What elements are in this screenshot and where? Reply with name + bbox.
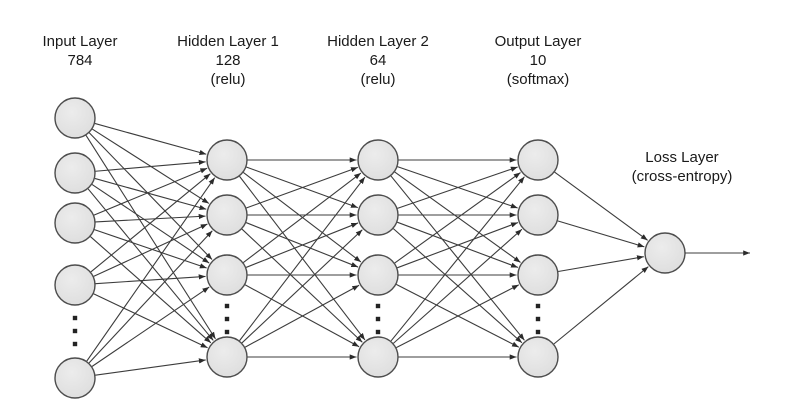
layer-label-hidden1-line-3: (relu) <box>210 71 246 88</box>
edge-output-to-loss <box>557 220 645 248</box>
layer-label-input: Input Layer 784 <box>42 32 117 70</box>
edge-output-to-loss <box>553 266 649 345</box>
layer-label-loss-line-1: Loss Layer <box>645 149 719 166</box>
edge-hidden1-to-hidden2 <box>245 222 359 268</box>
edge-input-to-hidden1 <box>95 358 206 376</box>
ellipsis-dot-hidden2-3 <box>375 329 381 335</box>
edge-input-to-hidden1 <box>88 132 213 260</box>
node-hidden1-3[interactable] <box>206 254 248 296</box>
edge-hidden2-to-output <box>397 166 518 209</box>
layer-label-input-line-2: 784 <box>67 52 93 69</box>
ellipsis-group <box>72 303 541 347</box>
layer-label-loss: Loss Layer (cross-entropy) <box>632 148 733 186</box>
layer-label-output-line-1: Output Layer <box>494 33 582 50</box>
node-input-5[interactable] <box>54 357 96 399</box>
edge-input-to-hidden1 <box>85 135 216 340</box>
edge-input-to-hidden1 <box>93 293 208 349</box>
node-hidden2-1[interactable] <box>357 139 399 181</box>
edge-input-to-hidden1 <box>94 122 207 155</box>
edge-input-to-hidden1 <box>88 230 213 364</box>
edge-input-to-hidden1 <box>87 188 214 341</box>
node-hidden1-2[interactable] <box>206 194 248 236</box>
ellipsis-dot-hidden2-2 <box>375 316 381 322</box>
layer-label-output-line-3: (softmax) <box>506 71 570 88</box>
edge-input-to-hidden1 <box>93 223 208 277</box>
nodes-group <box>54 97 686 399</box>
ellipsis-dot-input-2 <box>72 328 78 334</box>
layer-label-output-line-2: 10 <box>529 52 547 69</box>
edge-output-to-loss <box>554 171 648 241</box>
edge-hidden1-to-hidden2 <box>241 229 363 344</box>
node-hidden1-1[interactable] <box>206 139 248 181</box>
node-input-4[interactable] <box>54 264 96 306</box>
edge-hidden1-to-hidden2 <box>244 284 360 348</box>
ellipsis-dot-hidden1-3 <box>224 329 230 335</box>
edge-input-to-hidden1 <box>90 236 212 344</box>
ellipsis-dot-input-3 <box>72 341 78 347</box>
edge-hidden1-to-hidden2 <box>246 166 358 209</box>
layer-label-hidden2-line-2: 64 <box>369 52 387 69</box>
edge-hidden2-to-output <box>396 222 519 269</box>
layer-label-hidden2: Hidden Layer 2 64 (relu) <box>327 32 429 89</box>
ellipsis-dot-hidden1-1 <box>224 303 230 309</box>
edge-hidden2-to-output <box>392 228 523 344</box>
node-input-2[interactable] <box>54 152 96 194</box>
edge-input-to-hidden1 <box>95 274 206 285</box>
layer-label-hidden1-line-2: 128 <box>215 52 241 69</box>
ellipsis-dot-output-2 <box>535 316 541 322</box>
edges-group <box>85 122 649 376</box>
node-output-4[interactable] <box>517 336 559 378</box>
node-loss-1[interactable] <box>644 232 686 274</box>
edge-hidden2-to-output <box>394 172 521 264</box>
edge-input-to-hidden1 <box>86 177 216 362</box>
edge-input-to-hidden1 <box>94 229 207 269</box>
layer-label-output: Output Layer 10 (softmax) <box>495 32 582 89</box>
node-output-3[interactable] <box>517 254 559 296</box>
layer-label-hidden1: Hidden Layer 1 128 (relu) <box>177 32 279 89</box>
node-input-3[interactable] <box>54 202 96 244</box>
layer-label-hidden2-line-3: (relu) <box>360 71 396 88</box>
node-hidden2-2[interactable] <box>357 194 399 236</box>
ellipsis-dot-hidden1-2 <box>224 316 230 322</box>
edge-input-to-hidden1 <box>91 286 210 367</box>
edge-input-to-hidden1 <box>90 173 211 273</box>
edge-hidden1-to-hidden2 <box>239 176 366 342</box>
edge-hidden2-to-output <box>395 284 520 349</box>
edge-hidden2-to-output <box>390 176 525 342</box>
ellipsis-dot-hidden2-1 <box>375 303 381 309</box>
edge-input-to-hidden1 <box>93 167 208 216</box>
layer-label-hidden1-line-1: Hidden Layer 1 <box>177 33 279 50</box>
layer-label-hidden2-line-1: Hidden Layer 2 <box>327 33 429 50</box>
layer-label-input-line-1: Input Layer <box>42 33 118 50</box>
node-output-2[interactable] <box>517 194 559 236</box>
edge-input-to-hidden1 <box>95 159 206 172</box>
node-output-1[interactable] <box>517 139 559 181</box>
edge-output-to-loss <box>558 255 644 273</box>
ellipsis-dot-input-1 <box>72 315 78 321</box>
node-hidden2-4[interactable] <box>357 336 399 378</box>
ellipsis-dot-output-1 <box>535 303 541 309</box>
edge-hidden1-to-hidden2 <box>242 172 362 264</box>
node-input-1[interactable] <box>54 97 96 139</box>
edge-input-to-hidden1 <box>94 177 207 210</box>
node-hidden1-4[interactable] <box>206 336 248 378</box>
node-hidden2-3[interactable] <box>357 254 399 296</box>
ellipsis-dot-output-3 <box>535 329 541 335</box>
edge-input-to-hidden1 <box>91 183 210 264</box>
layer-label-loss-line-2: (cross-entropy) <box>631 168 733 185</box>
